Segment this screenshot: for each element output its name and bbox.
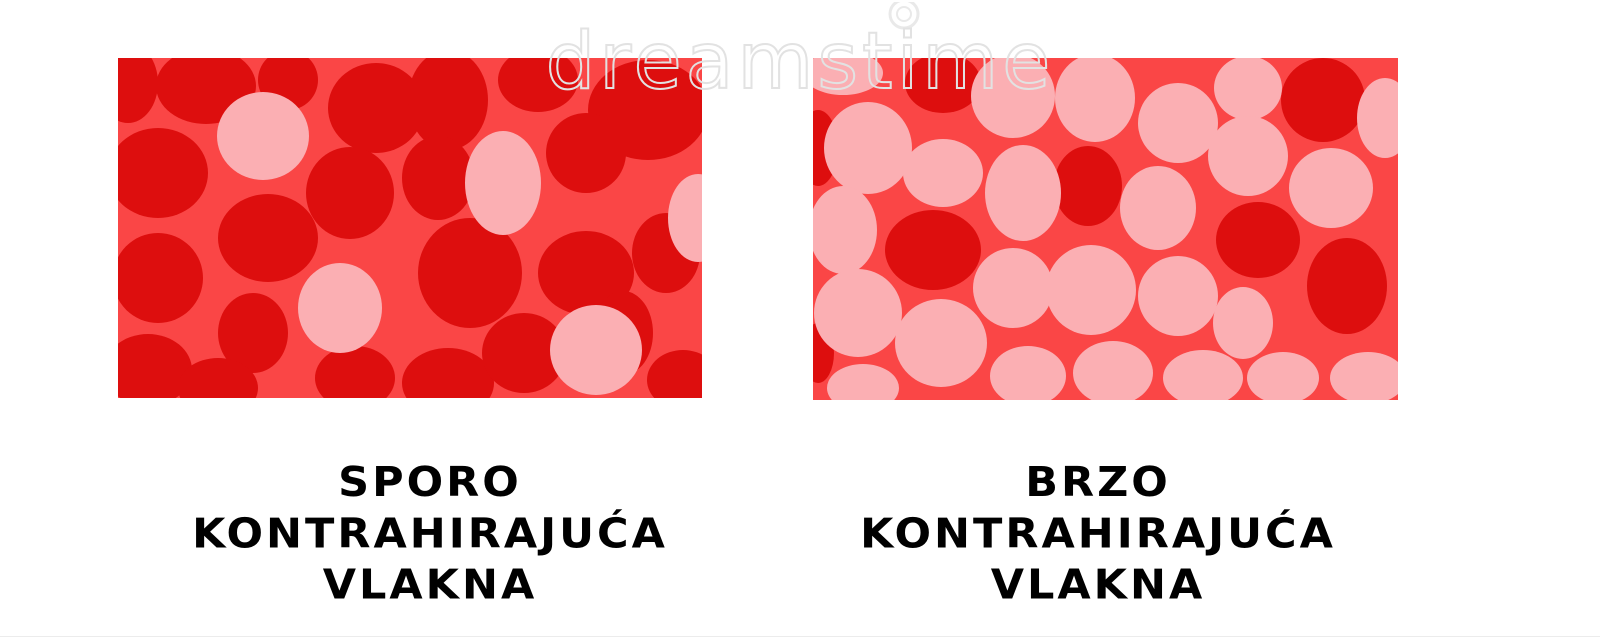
light-fiber (298, 263, 382, 353)
dark-fiber (178, 358, 258, 398)
dark-fiber (418, 218, 522, 328)
light-fiber (1214, 58, 1282, 120)
dark-fiber (408, 58, 488, 150)
caption-line: KONTRAHIRAJUĆA (860, 510, 1336, 558)
light-fiber (1073, 341, 1153, 400)
light-fiber (217, 92, 309, 180)
light-fiber (1138, 256, 1218, 336)
dark-fiber (306, 147, 394, 239)
dark-fiber (118, 334, 192, 398)
slow-fiber-cross-section (118, 58, 702, 398)
light-fiber (1213, 287, 1273, 359)
fast-fiber-caption: BRZO KONTRAHIRAJUĆA VLAKNA (818, 457, 1378, 611)
dark-fiber (118, 128, 208, 218)
light-fiber (990, 346, 1066, 400)
dark-fiber-group (118, 58, 702, 398)
fast-twitch-fiber-illustration (813, 58, 1398, 400)
light-fiber (465, 131, 541, 235)
dark-fiber (118, 58, 158, 123)
dark-fiber (118, 233, 203, 323)
caption-line: VLAKNA (990, 561, 1206, 610)
light-fiber (1055, 58, 1135, 142)
light-fiber (973, 248, 1053, 328)
dark-fiber (402, 348, 494, 398)
light-fiber (550, 305, 642, 395)
dark-fiber (546, 113, 626, 193)
light-fiber (814, 269, 902, 357)
dark-fiber (402, 136, 474, 220)
light-fiber (1046, 245, 1136, 335)
light-fiber (1120, 166, 1196, 250)
light-fiber (1138, 83, 1218, 163)
dark-fiber (1216, 202, 1300, 278)
light-fiber (1289, 148, 1373, 228)
caption-line: KONTRAHIRAJUĆA (192, 510, 668, 558)
light-fiber (827, 364, 899, 400)
light-fiber (1247, 352, 1319, 400)
light-fiber (813, 186, 877, 274)
fast-fiber-cross-section (813, 58, 1398, 400)
dark-fiber (315, 346, 395, 398)
light-fiber (1163, 350, 1243, 400)
dark-fiber (482, 313, 566, 393)
dark-fiber (1307, 238, 1387, 334)
light-fiber (1357, 78, 1398, 158)
light-fiber (1330, 352, 1398, 400)
light-fiber-group (813, 58, 1398, 400)
dark-fiber (498, 58, 578, 112)
light-fiber-group (217, 92, 702, 395)
light-fiber (813, 58, 883, 95)
light-fiber (985, 145, 1061, 241)
light-fiber (971, 58, 1055, 138)
bottom-divider (0, 636, 1600, 637)
dark-fiber (218, 194, 318, 282)
caption-line: SPORO (338, 458, 522, 507)
slow-fiber-caption: SPORO KONTRAHIRAJUĆA VLAKNA (150, 457, 710, 611)
dark-fiber (328, 63, 424, 153)
light-fiber (668, 174, 702, 262)
dark-fiber (885, 210, 981, 290)
caption-line: VLAKNA (322, 561, 538, 610)
slow-twitch-fiber-illustration (118, 58, 702, 398)
caption-line: BRZO (1025, 458, 1171, 507)
dark-fiber-group (813, 58, 1387, 383)
dark-fiber (1281, 58, 1365, 142)
light-fiber (903, 139, 983, 207)
dark-fiber (1054, 146, 1122, 226)
light-fiber (1208, 116, 1288, 196)
dark-fiber (218, 293, 288, 373)
light-fiber (895, 299, 987, 387)
dark-fiber (647, 350, 702, 398)
light-fiber (824, 102, 912, 194)
dark-fiber (905, 58, 981, 113)
dark-fiber (538, 231, 634, 315)
